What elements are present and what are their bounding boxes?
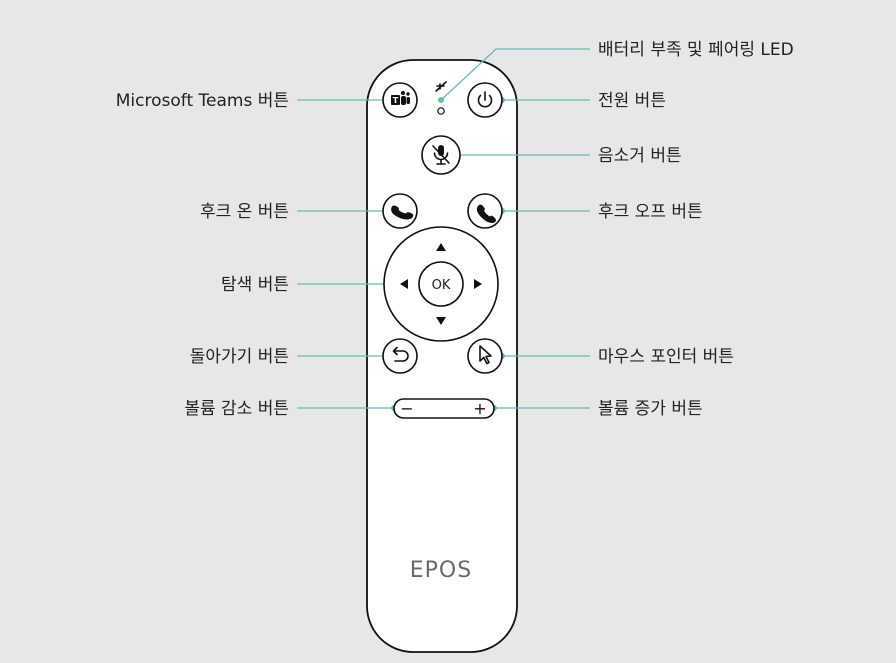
label-mute: 음소거 버튼 xyxy=(598,146,682,166)
label-teams: Microsoft Teams 버튼 xyxy=(116,91,289,111)
label-volume-down: 볼륨 감소 버튼 xyxy=(184,399,289,419)
leader-dot-led xyxy=(438,97,444,103)
power-button[interactable] xyxy=(467,82,503,118)
label-navigation: 탐색 버튼 xyxy=(221,275,289,295)
right-arrow-icon[interactable] xyxy=(474,279,482,289)
label-volume-up: 볼륨 증가 버튼 xyxy=(598,399,703,419)
left-arrow-icon[interactable] xyxy=(400,279,408,289)
svg-text:T: T xyxy=(393,96,399,105)
back-button[interactable] xyxy=(382,338,418,374)
mic-off-icon xyxy=(432,145,450,165)
navigation-pad[interactable]: OK xyxy=(383,226,499,342)
volume-rocker[interactable]: − + xyxy=(393,398,495,419)
label-back: 돌아가기 버튼 xyxy=(190,347,289,367)
label-power: 전원 버튼 xyxy=(598,91,666,111)
led-light xyxy=(437,107,445,115)
volume-up-icon[interactable]: + xyxy=(473,399,486,418)
ok-label: OK xyxy=(432,278,451,293)
mouse-pointer-button[interactable] xyxy=(467,338,503,374)
phone-answer-icon xyxy=(391,205,414,220)
hook-on-button[interactable] xyxy=(382,193,418,229)
mute-button[interactable] xyxy=(421,135,461,175)
cursor-icon xyxy=(479,345,492,365)
label-hook-on: 후크 온 버튼 xyxy=(200,202,289,222)
label-mouse-pointer: 마우스 포인터 버튼 xyxy=(598,347,734,367)
teams-button[interactable]: T xyxy=(382,82,418,118)
label-led: 배터리 부족 및 페어링 LED xyxy=(598,40,794,60)
phone-hang-up-icon xyxy=(476,204,496,223)
mic-off-mini-icon xyxy=(435,81,447,92)
callout-labels: 배터리 부족 및 페어링 LED Microsoft Teams 버튼 전원 버… xyxy=(116,40,794,419)
up-arrow-icon[interactable] xyxy=(436,243,446,251)
down-arrow-icon[interactable] xyxy=(436,317,446,325)
led-indicator xyxy=(435,81,447,115)
teams-icon: T xyxy=(391,91,410,105)
leader-line-led xyxy=(440,48,590,101)
brand-logo: EPOS xyxy=(410,558,472,583)
volume-down-icon[interactable]: − xyxy=(400,399,413,418)
power-icon xyxy=(477,91,493,108)
label-hook-off: 후크 오프 버튼 xyxy=(598,202,703,222)
hook-off-button[interactable] xyxy=(467,193,503,229)
back-arrow-icon xyxy=(392,346,409,362)
ok-button[interactable] xyxy=(418,261,464,307)
